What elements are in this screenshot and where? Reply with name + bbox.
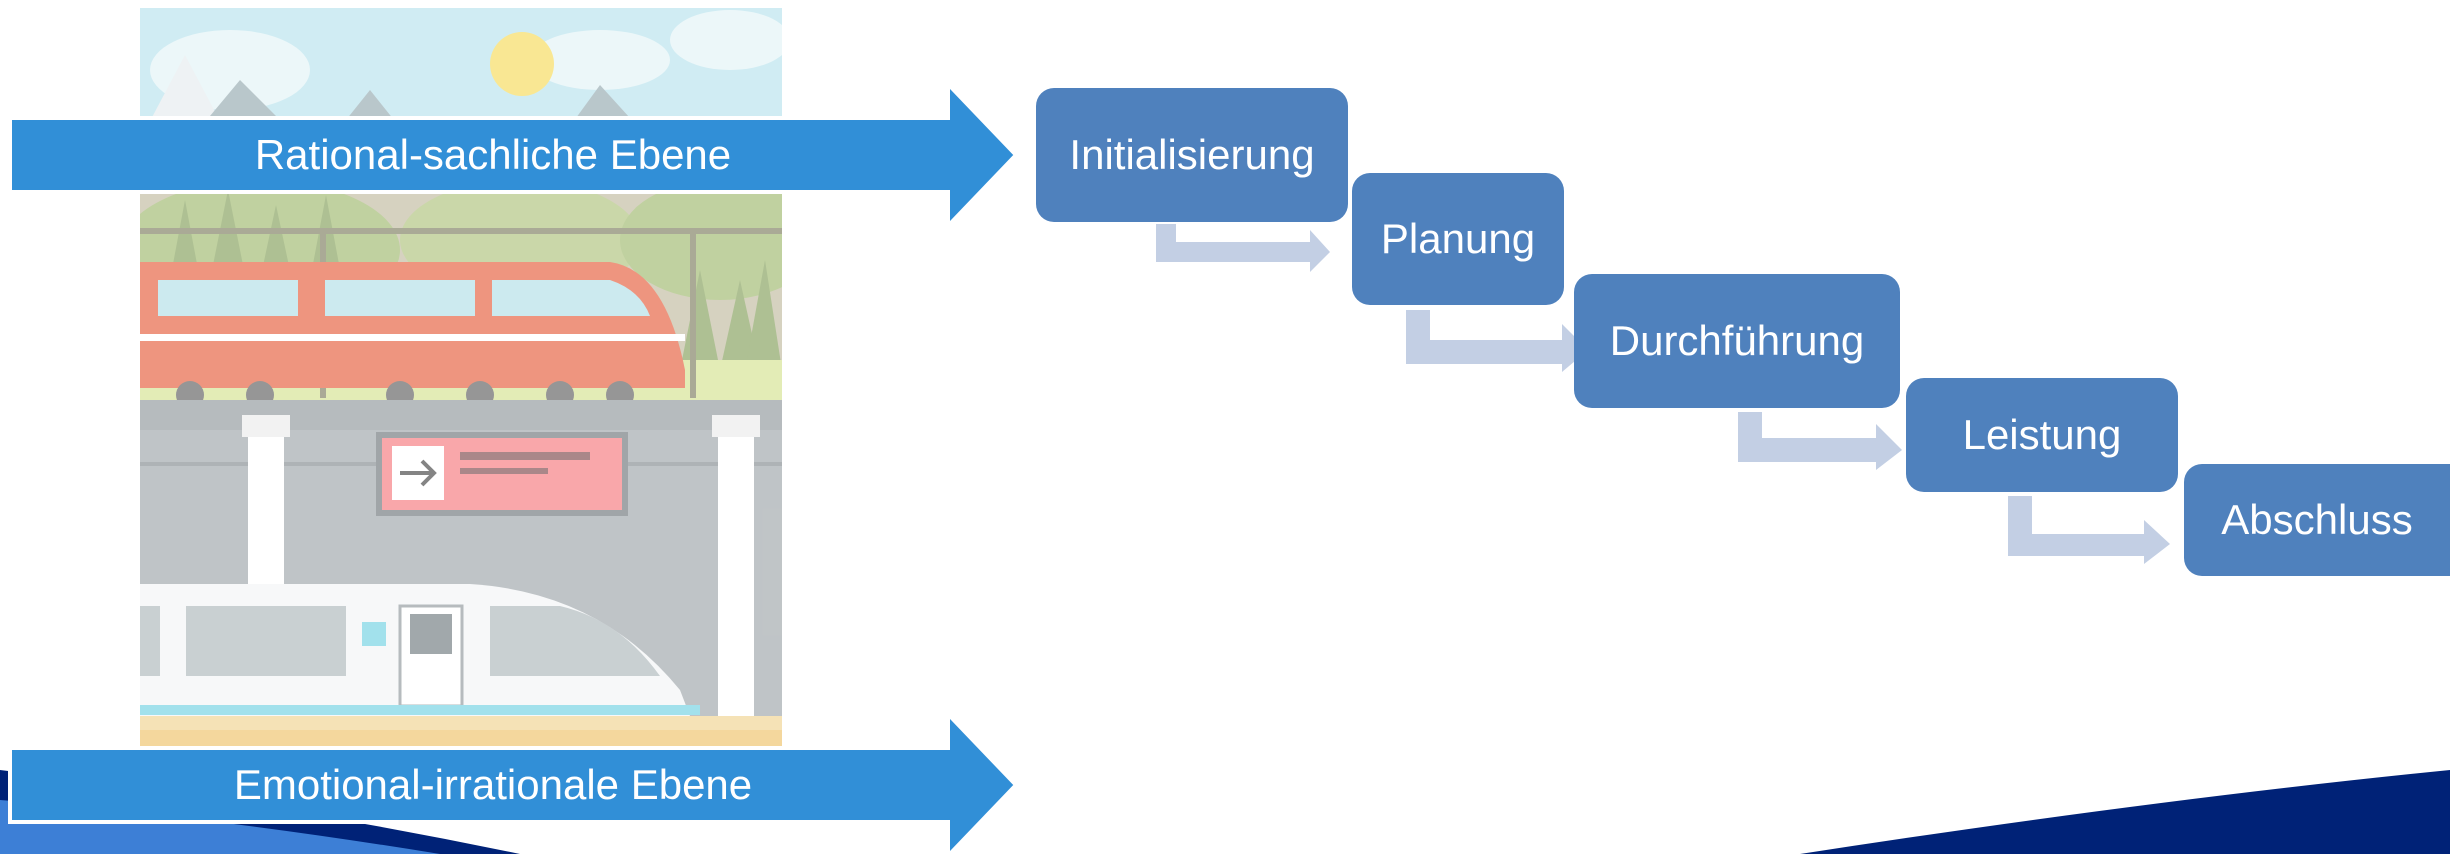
step-connector-1 bbox=[1156, 224, 1330, 272]
step-label: Leistung bbox=[1962, 411, 2122, 458]
step-connector-3 bbox=[1738, 412, 1902, 470]
step-initialisierung: Initialisierung bbox=[1036, 88, 1348, 222]
step-connector-4 bbox=[2008, 496, 2170, 564]
step-label: Initialisierung bbox=[1069, 131, 1315, 178]
step-leistung: Leistung bbox=[1906, 378, 2178, 492]
step-label: Planung bbox=[1380, 215, 1536, 262]
arrow-shape-icon bbox=[8, 80, 1018, 230]
rational-level-arrow: Rational-sachliche Ebene bbox=[8, 80, 1018, 230]
emotional-level-arrow: Emotional-irrationale Ebene bbox=[8, 710, 1018, 854]
step-label: Abschluss bbox=[2221, 496, 2413, 543]
arrow-shape-icon bbox=[8, 710, 1018, 854]
step-abschluss: Abschluss bbox=[2184, 464, 2450, 576]
step-durchfuehrung: Durchführung bbox=[1574, 274, 1900, 408]
step-planung: Planung bbox=[1352, 173, 1564, 305]
step-label: Durchführung bbox=[1609, 317, 1865, 364]
emotional-level-label: Emotional-irrationale Ebene bbox=[233, 761, 753, 808]
rational-level-label: Rational-sachliche Ebene bbox=[254, 131, 732, 178]
step-connector-2 bbox=[1406, 310, 1588, 372]
